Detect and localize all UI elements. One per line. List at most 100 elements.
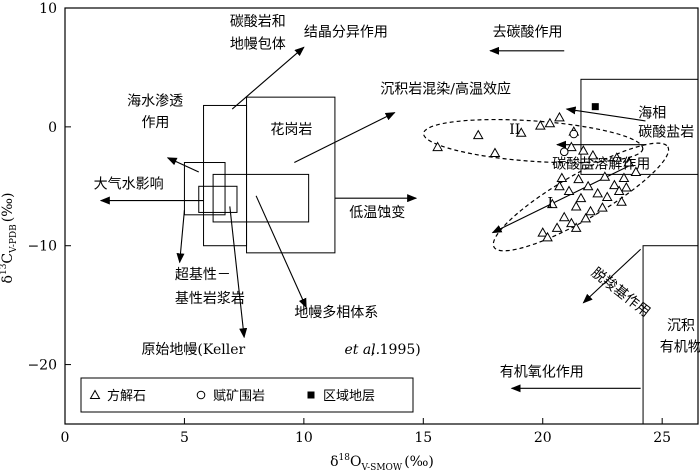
legend-triangle-icon <box>89 389 101 399</box>
trend-arrow <box>565 106 646 122</box>
annotation-label: 有机物 <box>660 339 700 355</box>
circle-point <box>559 147 569 157</box>
annotation-label: 脱羧基作用 <box>588 264 654 320</box>
region-granite <box>246 96 336 254</box>
legend-label: 区域地层 <box>323 389 375 404</box>
triangle-point <box>546 198 558 209</box>
legend-box <box>80 377 414 413</box>
annotation-label: 海水渗透 <box>127 93 183 109</box>
triangle-point <box>554 111 565 122</box>
annotation-label: I <box>548 196 554 212</box>
triangle-point <box>570 200 582 211</box>
y-axis-sub: V-PDB <box>9 224 19 254</box>
annotation-label: 碳酸岩和 <box>230 14 286 30</box>
y-tick-label: 10 <box>39 1 57 17</box>
annotation-label: 碳酸盐溶解作用 <box>552 156 650 172</box>
trend-arrow <box>229 206 248 339</box>
annotation-label: 结晶分异作用 <box>304 25 388 41</box>
annotation-label: 沉积 <box>667 318 695 334</box>
x-tick-label: 5 <box>180 430 189 446</box>
trend-arrow <box>176 210 185 264</box>
annotation-label: 沉积岩混染/高温效应 <box>380 81 511 98</box>
triangle-point <box>558 211 570 222</box>
triangle-point <box>554 180 565 191</box>
triangle-point <box>534 120 546 130</box>
x-axis-label: δ18OV-SMOW(‰) <box>330 453 434 473</box>
y-axis-unit: (‰) <box>0 193 16 223</box>
annotation-label: 低温蚀变 <box>349 205 405 221</box>
y-tick-label: 0 <box>48 120 57 136</box>
triangle-point <box>551 222 563 232</box>
annotation-label: 花岗岩 <box>270 122 312 138</box>
annotation-label: 去碳酸作用 <box>493 25 563 41</box>
triangle-point <box>542 231 553 242</box>
triangle-point <box>620 181 632 192</box>
triangle-point <box>570 222 582 232</box>
annotation-label: 基性岩浆岩 <box>175 290 245 307</box>
region-sedimentary-organic <box>642 245 699 425</box>
triangle-point <box>611 152 623 162</box>
trend-arrow <box>255 195 307 309</box>
triangle-point <box>432 141 443 152</box>
trend-arrow <box>231 46 305 110</box>
trend-arrow <box>294 112 396 164</box>
x-axis-unit: (‰) <box>404 454 434 470</box>
annotation-label: , 1995) <box>371 342 421 358</box>
y-axis-label: δ13CV-PDB(‰) <box>0 193 19 284</box>
circle-point <box>569 129 579 139</box>
triangle-point <box>580 212 592 223</box>
annotation-label: 有机氧化作用 <box>500 364 584 380</box>
region-primitive-mantle <box>198 185 238 213</box>
x-axis-sub: V-SMOW <box>360 463 402 473</box>
triangle-point <box>566 217 577 228</box>
legend-square-icon <box>307 391 315 399</box>
regions-layer <box>183 78 699 425</box>
annotation-label: 海相 <box>638 105 666 121</box>
trend-arrow <box>166 157 199 173</box>
region-mantle-multiphase <box>212 173 310 223</box>
triangle-point <box>575 192 587 203</box>
triangle-point <box>566 141 577 152</box>
triangle-point <box>563 185 575 196</box>
triangle-point <box>630 166 642 177</box>
triangle-point <box>544 117 556 128</box>
arrows-layer <box>99 46 646 393</box>
triangle-point <box>537 227 549 237</box>
trend-arrow <box>582 248 642 304</box>
x-axis-element: O <box>350 454 361 470</box>
triangle-point <box>618 172 630 182</box>
annotation-label: 地幔包体 <box>230 36 286 52</box>
annotation-label: 碳酸盐岩 <box>638 124 694 140</box>
x-axis-delta: δ <box>330 454 338 470</box>
annotation-label: II <box>509 122 520 138</box>
triangle-point <box>573 173 584 184</box>
annotation-label: 地幔多相体系 <box>294 304 378 321</box>
triangle-point <box>592 187 604 198</box>
triangle-point <box>599 171 611 181</box>
x-axis-sup: 18 <box>339 453 351 463</box>
legend-label: 赋矿围岩 <box>213 389 265 404</box>
y-axis-element: C <box>0 253 16 264</box>
x-tick-label: 25 <box>653 430 671 446</box>
triangle-point <box>616 196 627 206</box>
triangle-point <box>609 179 620 190</box>
triangle-point <box>585 205 596 216</box>
annotation-label: et al. <box>344 342 380 358</box>
triangle-point <box>597 202 608 212</box>
triangle-point <box>623 156 635 167</box>
triangle-point <box>613 185 625 196</box>
y-axis-delta: δ <box>0 275 16 283</box>
triangle-point <box>587 149 599 160</box>
legend-circle-icon <box>196 390 206 400</box>
triangle-point <box>577 145 589 155</box>
ellipses-layer <box>422 118 670 252</box>
annotation-label: 原始地幔(Keller <box>141 342 245 358</box>
annotation-label: 超基性－ <box>175 266 231 283</box>
annotation-label: 大气水影响 <box>94 177 164 193</box>
triangle-point <box>556 172 568 182</box>
x-tick-label: 15 <box>414 430 432 446</box>
region-ultrabasic-basic-magma <box>183 162 226 216</box>
triangle-point <box>515 127 527 137</box>
